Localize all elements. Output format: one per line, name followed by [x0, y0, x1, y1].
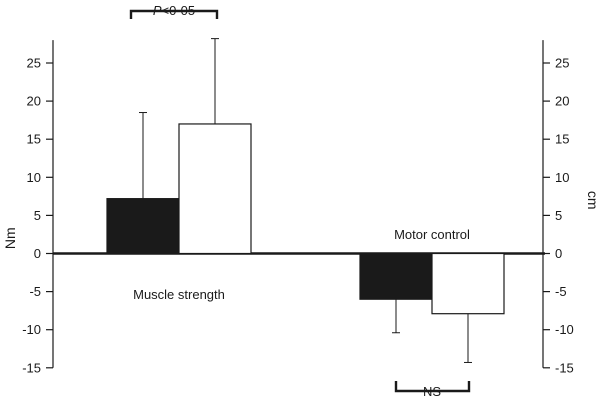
- bar-white: [178, 123, 252, 255]
- right-y-tick-label: 25: [555, 56, 569, 71]
- significance-label-bottom: NS: [423, 384, 441, 399]
- bars-layer: [106, 38, 505, 363]
- right-y-tick-label: 15: [555, 132, 569, 147]
- significance-label-italic: P: [153, 3, 162, 18]
- left-y-tick-label: 15: [27, 132, 41, 147]
- right-y-tick-label: 5: [555, 208, 562, 223]
- left-y-tick-label: -10: [22, 322, 41, 337]
- bar-white: [431, 252, 505, 315]
- right-y-tick-label: -15: [555, 360, 574, 375]
- right-y-tick-label: 10: [555, 170, 569, 185]
- left-y-tick-label: -5: [29, 284, 41, 299]
- group-label-muscle-strength: Muscle strength: [133, 287, 225, 302]
- right-y-tick-label: 0: [555, 246, 562, 261]
- significance-bracket-top: [129, 9, 219, 19]
- bar-black: [106, 198, 180, 255]
- right-y-axis-title: cm: [585, 191, 600, 210]
- left-y-tick-label: 25: [27, 56, 41, 71]
- left-y-axis-title: Nm: [2, 227, 18, 249]
- axes-layer: 25 20 15 10 5 0 -5 -10 -15 Nm 25 20 15 10 5 0 -5 -10 -15 cm: [2, 40, 600, 375]
- left-y-tick-label: -15: [22, 360, 41, 375]
- group-label-motor-control: Motor control: [394, 227, 470, 242]
- right-y-tick-label: -5: [555, 284, 567, 299]
- left-y-tick-label: 10: [27, 170, 41, 185]
- significance-label-rest: <0·05: [162, 3, 196, 18]
- significance-bracket-bottom: [394, 381, 471, 393]
- left-y-tick-label: 5: [34, 208, 41, 223]
- left-y-tick-label: 0: [34, 246, 41, 261]
- significance-label-top: P<0·05: [153, 3, 195, 18]
- left-y-tick-label: 20: [27, 94, 41, 109]
- bar-black: [359, 252, 433, 300]
- right-y-tick-label: 20: [555, 94, 569, 109]
- right-y-tick-label: -10: [555, 322, 574, 337]
